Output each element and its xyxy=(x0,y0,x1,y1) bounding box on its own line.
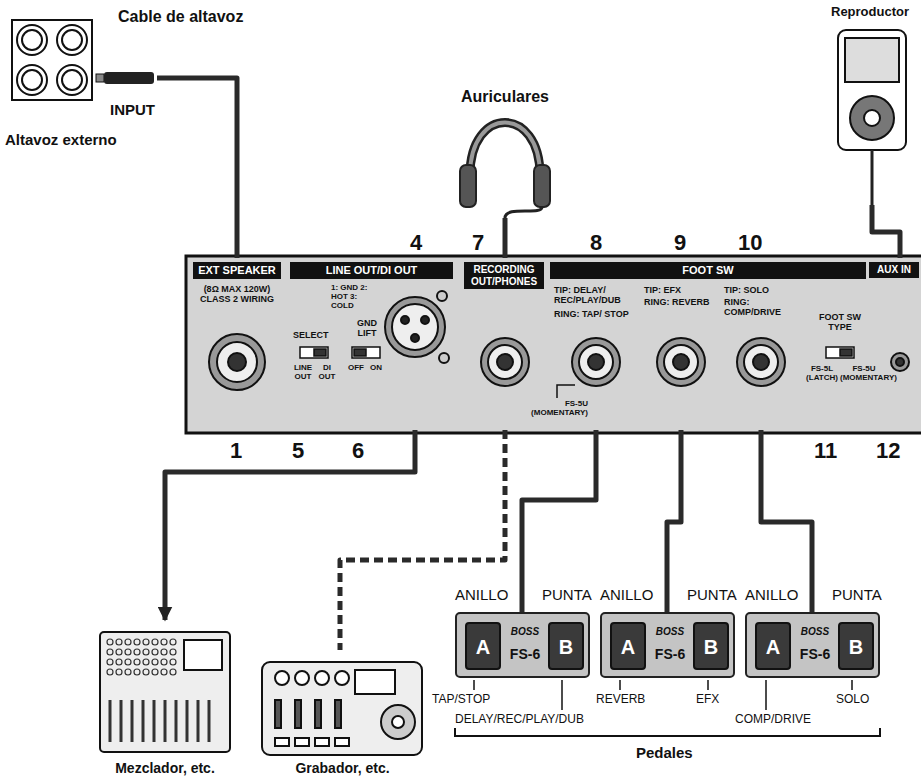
jacks xyxy=(209,334,909,390)
label: TAP/STOP xyxy=(432,693,490,707)
audio-player xyxy=(838,30,906,205)
cable xyxy=(872,205,900,258)
recorder: Grabador, etc. xyxy=(255,650,432,778)
recorder xyxy=(262,662,422,755)
node-text: RING: TAP/ STOP xyxy=(554,309,638,319)
node-text: AUX IN xyxy=(869,262,919,278)
label: PUNTA xyxy=(687,586,737,603)
xlr-connector xyxy=(385,291,449,363)
callout-number: 11 xyxy=(814,438,837,463)
node-text: RECORDING OUT/PHONES xyxy=(464,262,544,289)
speaker-plug xyxy=(96,72,154,84)
label: FOOT SW TYPE xyxy=(812,312,868,333)
cable xyxy=(667,430,681,612)
label: OFF xyxy=(348,363,364,372)
callout-number: 9 xyxy=(674,230,686,255)
slide-switches xyxy=(300,347,854,398)
cable xyxy=(157,78,237,258)
headphones xyxy=(460,123,550,219)
node-text: RING: REVERB xyxy=(644,297,718,307)
label: FS-5U (MOMENTARY) xyxy=(840,364,888,382)
speaker: INPUT Altavoz externo xyxy=(5,15,157,155)
node-text: BOSS xyxy=(650,626,690,638)
node-text: Mezclador, etc. xyxy=(95,760,235,776)
label: COMP/DRIVE xyxy=(735,713,811,727)
callout-number: 12 xyxy=(876,438,900,463)
node-text: EXT SPEAKER xyxy=(193,262,281,279)
rear-panel xyxy=(186,256,921,433)
speaker-cabinet xyxy=(12,20,92,100)
node-text: LINE OUT/DI OUT xyxy=(290,262,453,279)
node-text: A xyxy=(610,622,646,670)
label: SELECT xyxy=(293,330,329,340)
label: Cable de altavoz xyxy=(118,8,243,26)
mixer: Mezclador, etc. xyxy=(95,620,237,778)
node-text: TIP: EFX xyxy=(644,285,718,295)
label: PUNTA xyxy=(542,586,592,603)
cable xyxy=(522,430,596,612)
node-text: Reproductor xyxy=(822,5,918,20)
label: ANILLO xyxy=(745,586,798,603)
recording-out-jack: RECORDING OUT/PHONES xyxy=(462,258,546,430)
label: DELAY/REC/PLAY/DUB xyxy=(455,713,584,727)
node-text: B xyxy=(693,622,729,670)
node-text: (8Ω MAX 120W) CLASS 2 WIRING xyxy=(193,284,281,305)
label: ANILLO xyxy=(455,586,508,603)
label: REVERB xyxy=(596,693,645,707)
callout-number: 4 xyxy=(410,230,422,255)
label: EFX xyxy=(696,693,719,707)
node-text: RING: COMP/DRIVE xyxy=(724,297,800,318)
callout-number: 7 xyxy=(472,230,484,255)
node-text: INPUT xyxy=(110,101,155,118)
ext-speaker-jack: EXT SPEAKER (8Ω MAX 120W) CLASS 2 WIRING xyxy=(190,258,284,430)
label: SOLO xyxy=(836,693,869,707)
node-text: Grabador, etc. xyxy=(255,760,430,776)
speaker-cones xyxy=(17,25,87,95)
node-text: A xyxy=(465,622,501,670)
aux-in-jack: AUX IN xyxy=(868,258,921,430)
label: ON xyxy=(370,363,382,372)
node-text: BOSS xyxy=(795,626,835,638)
label: GND LIFT xyxy=(352,318,382,339)
foot-switch-jack: TIP: EFX RING: REVERB xyxy=(642,283,720,430)
foot-switch-pedal: A BOSS FS-6B xyxy=(455,612,590,678)
mixer xyxy=(100,632,230,752)
callout-number: 5 xyxy=(292,438,304,463)
line-out-jack: LINE OUT/DI OUT xyxy=(287,258,456,430)
node-text: Auriculares xyxy=(440,88,570,106)
cable xyxy=(503,218,508,258)
node-text: TIP: DELAY/ REC/PLAY/DUB xyxy=(554,285,638,306)
foot-switch-pedal: A BOSS FS-6B xyxy=(745,612,880,678)
label: Pedales xyxy=(636,744,693,761)
label: 1: GND 2: HOT 3: COLD xyxy=(331,283,375,311)
foot-switch-pedal: A BOSS FS-6B xyxy=(600,612,735,678)
node-text: B xyxy=(838,622,874,670)
foot-switch-jack: TIP: SOLO RING: COMP/DRIVE xyxy=(722,283,802,430)
label: LINE OUT xyxy=(290,363,316,381)
node-text: FS-6 xyxy=(503,646,547,662)
label: PUNTA xyxy=(832,586,882,603)
label: ANILLO xyxy=(600,586,653,603)
label: DI OUT xyxy=(318,363,336,381)
node-text: A xyxy=(755,622,791,670)
node-text: B xyxy=(548,622,584,670)
node-text: FS-6 xyxy=(648,646,692,662)
cable xyxy=(761,430,812,612)
node-text: Altavoz externo xyxy=(5,131,117,148)
headphones: Auriculares xyxy=(440,88,572,218)
node-text: FS-6 xyxy=(793,646,837,662)
node-text: TIP: SOLO xyxy=(724,285,800,295)
audio-player: Reproductor xyxy=(822,5,920,205)
callout-number: 8 xyxy=(590,230,602,255)
callout-number: 10 xyxy=(738,230,762,255)
callout-number: 6 xyxy=(352,438,364,463)
label: FS-5U (MOMENTARY) xyxy=(530,399,588,417)
callout-number: 1 xyxy=(230,438,242,463)
label: FOOT SW xyxy=(550,262,866,279)
leader-lines xyxy=(455,680,880,736)
label: FS-5L (LATCH) xyxy=(804,364,840,382)
cable xyxy=(165,430,415,620)
node-text: BOSS xyxy=(505,626,545,638)
